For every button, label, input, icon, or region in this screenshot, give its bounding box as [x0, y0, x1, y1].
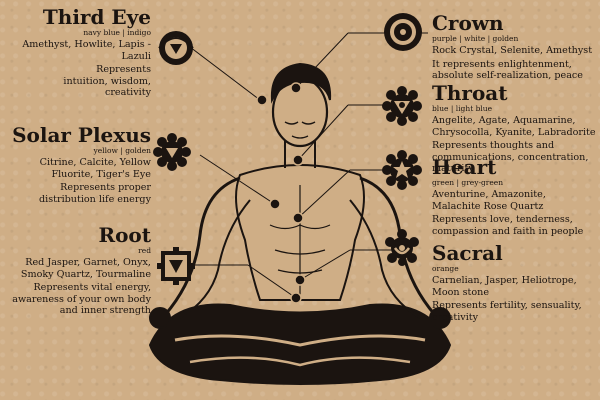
third-eye-icon — [158, 31, 194, 65]
third-eye-stones: Amethyst, Howlite, Lapis - Lazuli — [22, 39, 151, 62]
solar-plexus-block: Solar Plexus yellow | golden Citrine, Ca… — [5, 124, 151, 205]
point-third-eye — [256, 94, 268, 106]
third-eye-description: Represents intuition, wisdom, creativity — [63, 64, 151, 98]
line-third-eye — [189, 46, 261, 101]
third-eye-colors: navy blue | indigo — [83, 28, 151, 37]
sacral-title: Sacral — [432, 241, 503, 265]
heart-colors: green | grey-green — [432, 178, 504, 187]
solar-plexus-title: Solar Plexus — [12, 123, 151, 147]
solar-plexus-stones: Citrine, Calcite, Yellow Fluorite, Tiger… — [39, 157, 151, 180]
point-root — [290, 292, 302, 304]
root-stones: Red Jasper, Garnet, Onyx, Smoky Quartz, … — [20, 257, 151, 280]
third-eye-title: Third Eye — [42, 5, 151, 29]
point-crown — [290, 82, 302, 94]
chakra-points — [256, 82, 306, 304]
point-sacral — [294, 274, 306, 286]
sacral-block: Sacral orange Carnelian, Jasper, Heliotr… — [432, 242, 582, 323]
sacral-colors: orange — [432, 264, 459, 273]
throat-description: Represents thoughts and communications, … — [432, 140, 589, 174]
line-solar-plexus — [199, 154, 274, 204]
root-block: Root red Red Jasper, Garnet, Onyx, Smoky… — [5, 224, 151, 317]
crown-description: It represents enlightenment, absolute se… — [432, 58, 583, 82]
throat-icon — [382, 86, 422, 126]
crown-stones: Rock Crystal, Selenite, Amethyst — [432, 45, 593, 56]
root-description: Represents vital energy, awareness of yo… — [12, 282, 151, 316]
crown-colors: purple | white | golden — [432, 34, 519, 43]
sacral-description: Represents fertility, sensuality, creati… — [432, 300, 582, 323]
root-icon — [157, 247, 195, 285]
point-solar-plexus — [269, 198, 281, 210]
root-colors: red — [138, 246, 151, 255]
solar-plexus-icon — [153, 133, 191, 171]
heart-icon — [382, 150, 422, 190]
heart-stones: Aventurine, Amazonite, Malachite Rose Qu… — [432, 189, 546, 212]
crown-block: Crown purple | white | golden Rock Cryst… — [432, 12, 597, 82]
root-title: Root — [98, 223, 151, 247]
sacral-stones: Carnelian, Jasper, Heliotrope, Moon ston… — [432, 275, 577, 298]
heart-description: Represents love, tenderness, compassion … — [432, 214, 584, 237]
heart-title: Heart — [432, 155, 497, 179]
throat-colors: blue | light blue — [432, 104, 493, 113]
throat-stones: Angelite, Agate, Aquamarine, Chrysocolla… — [432, 115, 596, 138]
throat-title: Throat — [432, 81, 508, 105]
line-heart-b — [297, 169, 351, 219]
line-crown-b — [295, 32, 349, 89]
solar-plexus-colors: yellow | golden — [93, 146, 152, 155]
throat-block: Throat blue | light blue Angelite, Agate… — [432, 82, 597, 175]
solar-plexus-description: Represents proper distribution life ener… — [39, 182, 151, 205]
third-eye-block: Third Eye navy blue | indigo Amethyst, H… — [5, 6, 151, 99]
sacral-icon — [385, 229, 419, 266]
crown-title: Crown — [432, 11, 504, 35]
point-throat — [292, 154, 304, 166]
line-sacral-b — [299, 249, 351, 281]
line-root-b — [247, 264, 297, 299]
line-throat-b — [297, 104, 349, 161]
heart-block: Heart green | grey-green Aventurine, Ama… — [432, 156, 592, 237]
point-heart — [292, 212, 304, 224]
crown-icon — [384, 13, 422, 51]
